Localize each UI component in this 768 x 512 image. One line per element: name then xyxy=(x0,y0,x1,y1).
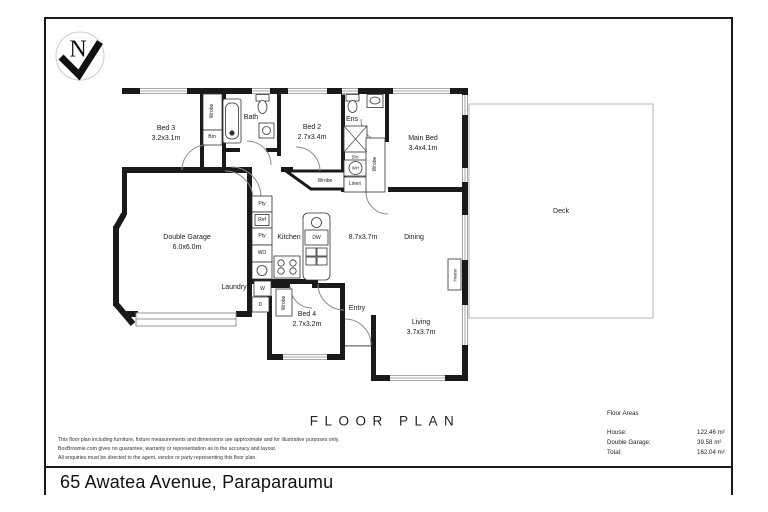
wall-chamfers xyxy=(113,212,136,326)
windows-layer xyxy=(135,87,469,382)
bathtub-icon xyxy=(222,98,242,144)
closets-layer xyxy=(202,93,462,317)
fridge-label: Ref xyxy=(258,217,266,223)
pantry-label-1: Pty xyxy=(258,201,266,207)
disclaimer-line-1: This floor plan including furniture, fix… xyxy=(58,437,340,443)
north-label: N xyxy=(69,36,87,63)
bed2-wardrobe xyxy=(281,169,347,191)
living-dims: 3.7x3.7m xyxy=(406,328,436,336)
laundry-label: Laundry xyxy=(221,283,247,291)
dryer-label: D xyxy=(258,301,263,308)
property-address: 65 Awatea Avenue, Paraparaumu xyxy=(60,471,334,492)
water-heater-icon xyxy=(348,161,363,175)
main-bed-label: Main Bed xyxy=(408,134,438,142)
house-area-value: 122.46 m² xyxy=(697,429,725,436)
total-area-label: Total: xyxy=(607,448,622,456)
living-label: Living xyxy=(411,318,431,326)
total-area-value: 162.04 m² xyxy=(697,448,725,456)
disclaimer-text: This floor plan including furniture, fix… xyxy=(58,436,339,463)
ens-toilet-icon xyxy=(345,94,360,113)
bath-basin-icon xyxy=(258,122,275,139)
kitchen-dining-dims: 8.7x3.7m xyxy=(348,233,378,241)
disclaimer-line-3: All enquiries must be directed to the ag… xyxy=(58,454,257,461)
garage-door xyxy=(135,312,237,327)
bed4-dims: 2.7x3.2m xyxy=(292,320,322,328)
wall-oven-label: WO xyxy=(257,250,267,256)
garage-label: Double Garage xyxy=(163,233,211,241)
bed4-wardrobe-label: Wrobe xyxy=(281,295,287,310)
north-arrow-icon xyxy=(55,31,105,81)
dining-label: Dining xyxy=(404,233,424,241)
deck-outline xyxy=(468,103,654,319)
bed2-dims: 2.7x3.4m xyxy=(297,133,327,141)
kitchen-island xyxy=(302,212,331,281)
shower-icon xyxy=(343,125,368,153)
heater-label: Heater xyxy=(451,268,457,281)
bed3-wardrobe-label: Wrobe xyxy=(209,103,215,119)
main-bed-dims: 3.4x4.1m xyxy=(408,144,438,152)
water-heater-label: WH xyxy=(351,165,360,171)
pantry-label-2: Pty xyxy=(258,233,266,239)
floor-area-row-house: House: 122.46 m² xyxy=(607,428,747,438)
bed3-dims: 3.2x3.1m xyxy=(151,134,181,142)
shower-label: Shr xyxy=(351,154,359,160)
floor-area-row-total: Total: 162.04 m² xyxy=(607,448,747,458)
bed3-label: Bed 3 xyxy=(156,124,176,132)
bm-label: Bm xyxy=(208,134,216,140)
floor-areas-panel: Floor Areas House: 122.46 m² Double Gara… xyxy=(607,410,747,458)
disclaimer-line-2: BoxBrownie.com gives no guarantee, warra… xyxy=(58,445,277,452)
garage-area-label: Double Garage: xyxy=(607,438,651,446)
garage-area-value: 39.58 m² xyxy=(697,438,722,446)
cooktop-icon xyxy=(273,255,301,279)
linen-label: Linen xyxy=(348,181,362,187)
washer-label: W xyxy=(260,285,265,292)
floor-areas-heading: Floor Areas xyxy=(607,410,639,417)
laundry-tub-icon xyxy=(256,265,268,276)
bed2-label: Bed 2 xyxy=(302,123,322,131)
page-title: FLOOR PLAN xyxy=(309,413,461,429)
deck-label: Deck xyxy=(553,207,569,215)
ens-label: Ens xyxy=(345,115,359,123)
front-door-threshold xyxy=(345,345,371,347)
kitchen-label: Kitchen xyxy=(277,233,301,241)
bath-label: Bath xyxy=(243,113,259,121)
bed2-wardrobe-label: Wrobe xyxy=(317,178,333,184)
garage-dims: 6.0x6.0m xyxy=(172,243,202,251)
dishwasher-label: DW xyxy=(312,234,321,241)
house-area-label: House: xyxy=(607,429,627,436)
ens-wardrobe-label: Wrobe xyxy=(372,156,378,172)
address-bar: 65 Awatea Avenue, Paraparaumu xyxy=(46,466,731,496)
floor-area-row-garage: Double Garage: 39.58 m² xyxy=(607,438,747,448)
bath-toilet-icon xyxy=(255,94,270,114)
ens-basin-icon xyxy=(366,94,384,108)
entry-label: Entry xyxy=(348,304,366,312)
bed4-label: Bed 4 xyxy=(297,310,317,318)
